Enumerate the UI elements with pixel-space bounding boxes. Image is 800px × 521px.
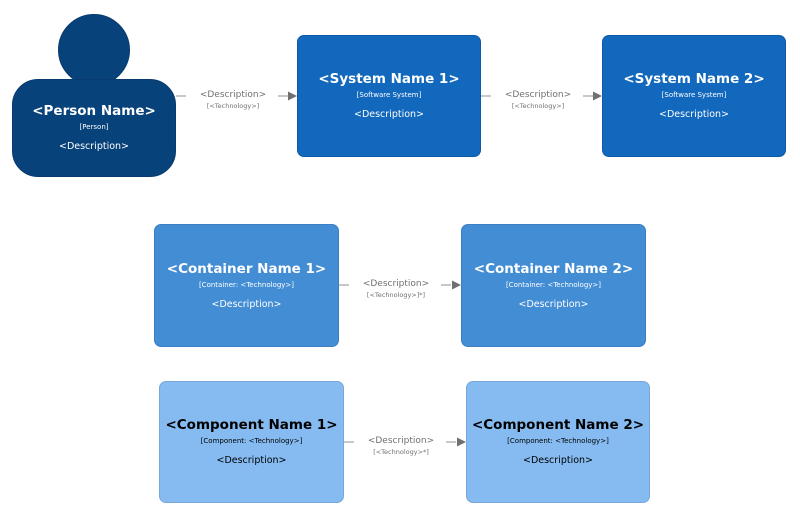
- software-system-node-2[interactable]: <System Name 2> [Software System] <Descr…: [602, 35, 786, 157]
- container-description: <Description>: [518, 298, 589, 310]
- container-node-2[interactable]: <Container Name 2> [Container: <Technolo…: [461, 224, 646, 347]
- relationship-description: <Description>: [504, 90, 572, 100]
- relationship-label-component1-component2: <Description> [<Technology>*]: [356, 436, 446, 457]
- software-system-name: <System Name 2>: [623, 71, 765, 87]
- component-name: <Component Name 2>: [471, 417, 645, 433]
- container-type: [Container: <Technology>]: [198, 280, 295, 289]
- person-node[interactable]: <Person Name> [Person] <Description>: [12, 79, 176, 177]
- relationship-label-container1-container2: <Description> [<Technology>]*]: [351, 279, 441, 300]
- container-name: <Container Name 2>: [473, 260, 634, 277]
- person-head-shape: [58, 14, 130, 86]
- relationship-description: <Description>: [367, 436, 435, 446]
- relationship-technology: [<Technology>*]: [373, 448, 429, 456]
- person-type: [Person]: [79, 123, 109, 131]
- software-system-name: <System Name 1>: [318, 71, 460, 87]
- person-name: <Person Name>: [32, 103, 156, 119]
- relationship-label-system1-system2: <Description> [<Technology>]: [493, 90, 583, 111]
- relationship-description: <Description>: [362, 279, 430, 289]
- software-system-type: [Software System]: [661, 91, 727, 99]
- component-description: <Description>: [216, 455, 287, 466]
- person-description: <Description>: [58, 141, 130, 152]
- software-system-description: <Description>: [353, 109, 425, 120]
- container-description: <Description>: [211, 298, 282, 310]
- container-node-1[interactable]: <Container Name 1> [Container: <Technolo…: [154, 224, 339, 347]
- relationship-technology: [<Technology>]*]: [366, 291, 426, 299]
- relationship-label-person-system1: <Description> [<Technology>]: [188, 90, 278, 111]
- container-type: [Container: <Technology>]: [505, 280, 602, 289]
- component-type: [Component: <Technology>]: [200, 437, 303, 445]
- relationship-technology: [<Technology>]: [511, 102, 565, 110]
- software-system-description: <Description>: [658, 109, 730, 120]
- relationship-description: <Description>: [199, 90, 267, 100]
- component-node-1[interactable]: <Component Name 1> [Component: <Technolo…: [159, 381, 344, 503]
- software-system-type: [Software System]: [356, 91, 422, 99]
- relationship-technology: [<Technology>]: [206, 102, 260, 110]
- component-type: [Component: <Technology>]: [507, 437, 609, 445]
- component-node-2[interactable]: <Component Name 2> [Component: <Technolo…: [466, 381, 650, 503]
- component-name: <Component Name 1>: [165, 417, 338, 433]
- component-description: <Description>: [522, 455, 594, 466]
- software-system-node-1[interactable]: <System Name 1> [Software System] <Descr…: [297, 35, 481, 157]
- container-name: <Container Name 1>: [166, 260, 327, 277]
